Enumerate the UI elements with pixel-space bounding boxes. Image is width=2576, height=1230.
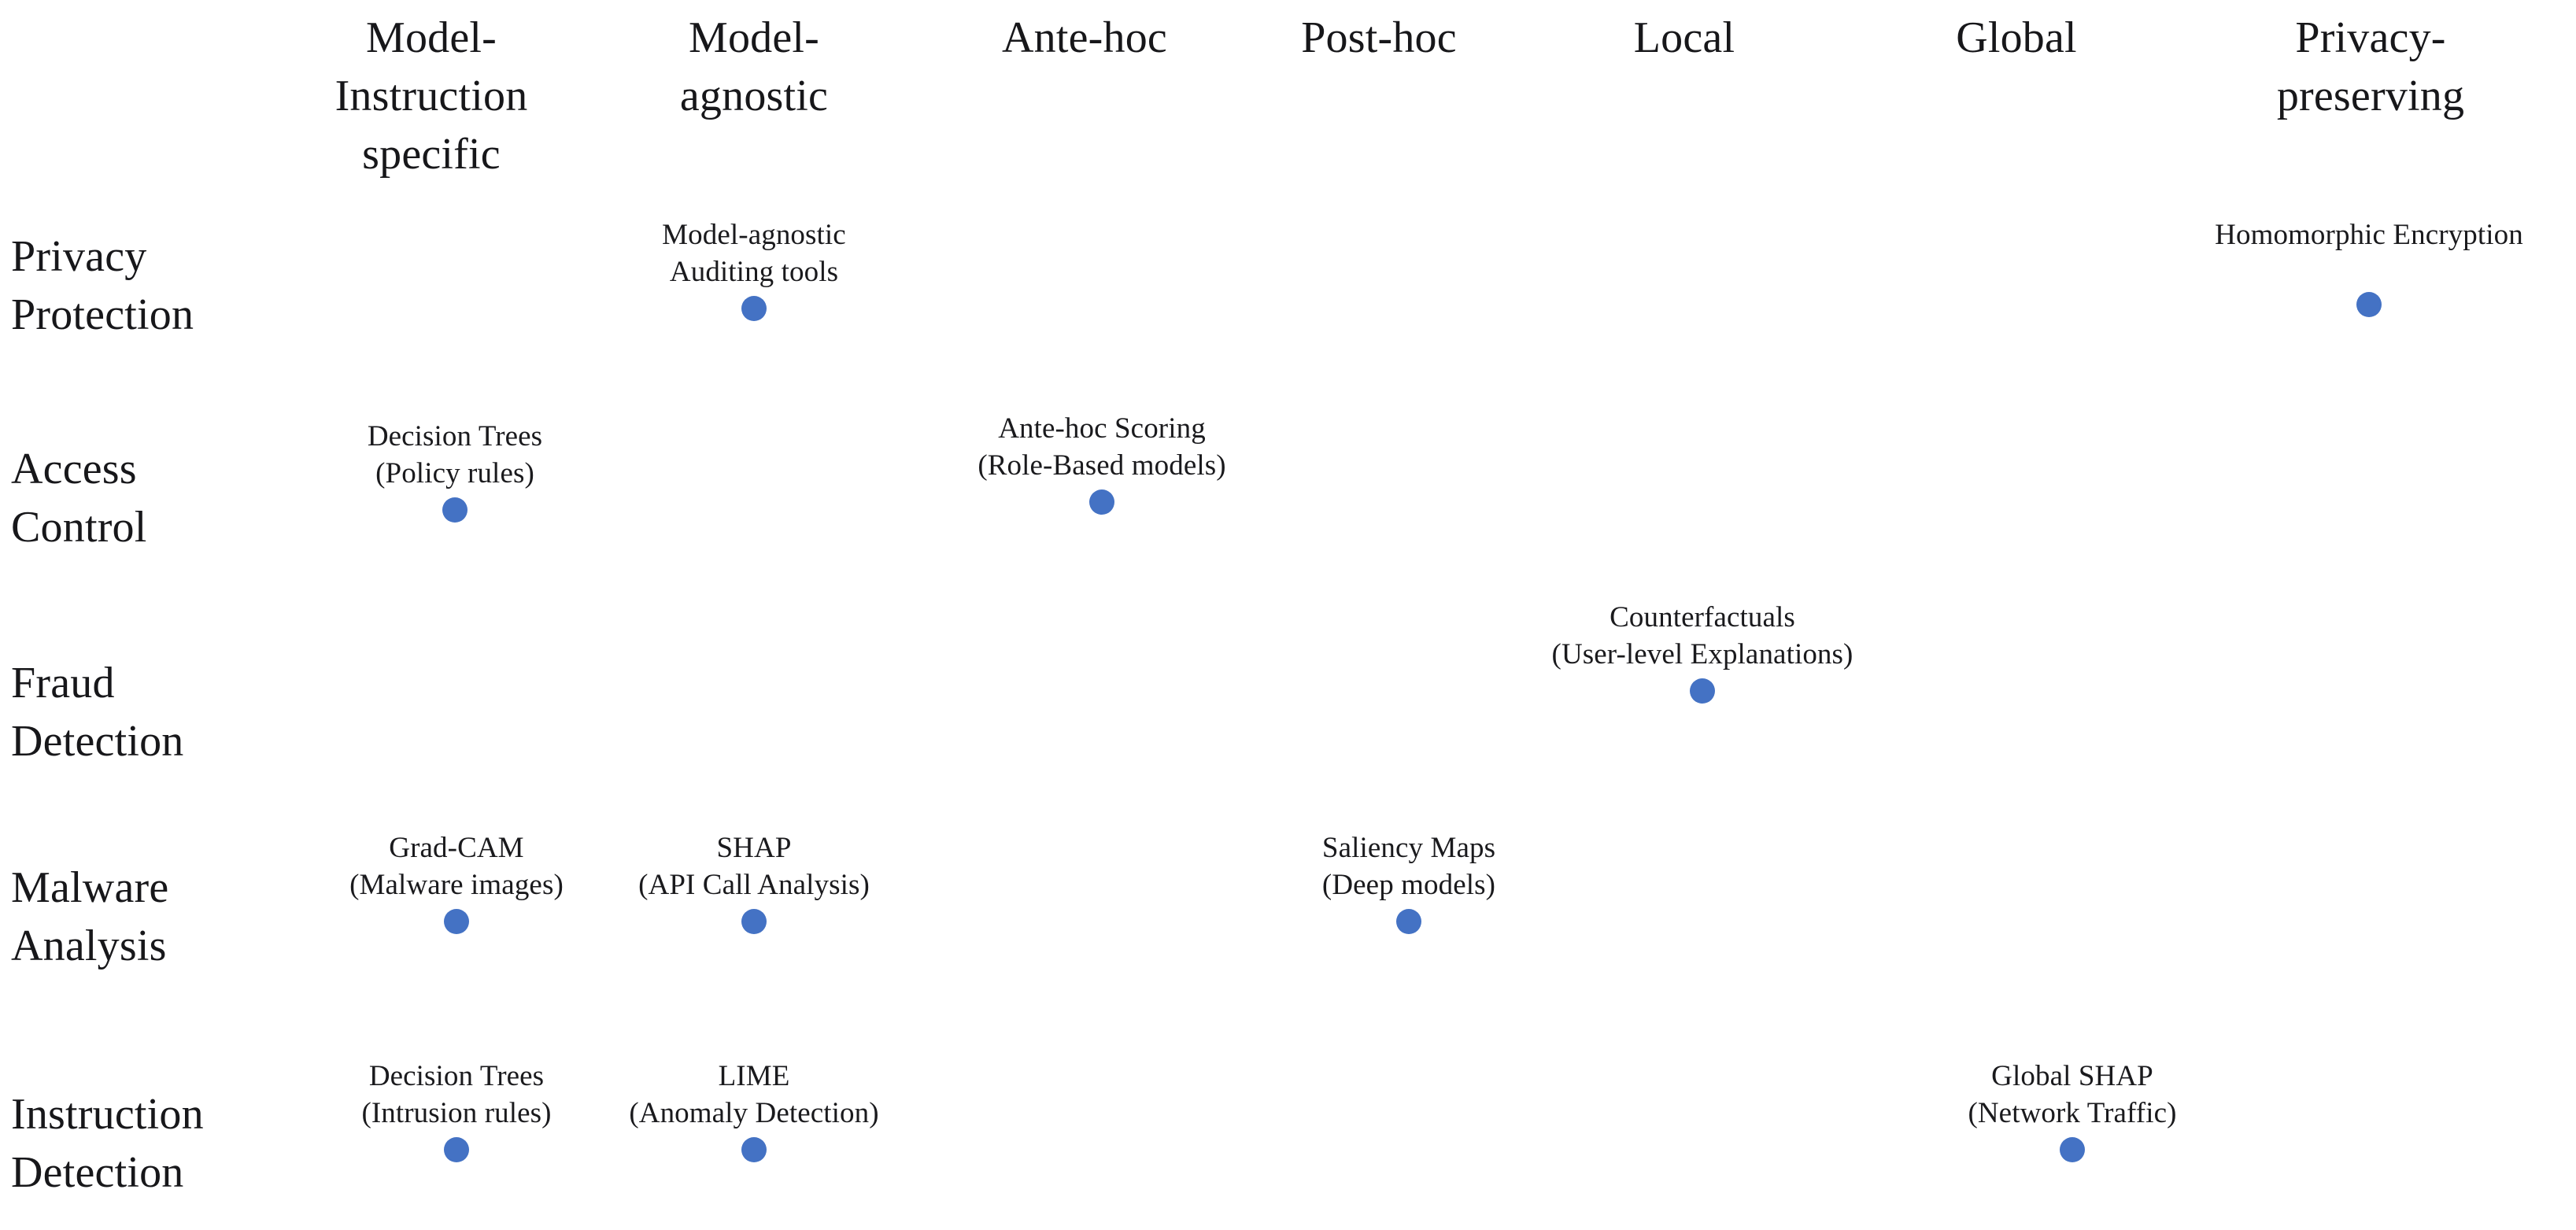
column-header-model-agnostic: Model- agnostic — [679, 13, 829, 120]
cell-label: LIME (Anomaly Detection) — [629, 1060, 879, 1129]
cell-label: Counterfactuals (User-level Explanations… — [1551, 601, 1853, 670]
data-point-marker-icon[interactable] — [1396, 908, 1421, 934]
cell-privacy-protection-privacy-preserving[interactable]: Homomorphic Encryption — [2117, 217, 2576, 320]
marker-container — [502, 293, 1006, 324]
row-label-malware-analysis: Malware Analysis — [11, 863, 169, 970]
cell-label: Grad-CAM (Malware images) — [349, 832, 564, 901]
marker-container — [850, 486, 1354, 518]
marker-container — [502, 906, 1006, 937]
marker-container — [1820, 1134, 2324, 1165]
row-label-access-control: Access Control — [11, 445, 147, 552]
cell-label: Homomorphic Encryption — [2215, 219, 2523, 251]
cell-access-control-model-instruction-specific[interactable]: Decision Trees (Policy rules) — [203, 419, 707, 526]
cell-malware-analysis-model-agnostic[interactable]: SHAP (API Call Analysis) — [502, 830, 1006, 937]
cell-instruction-detection-model-agnostic[interactable]: LIME (Anomaly Detection) — [502, 1058, 1006, 1165]
marker-container — [203, 494, 707, 526]
cell-access-control-ante-hoc[interactable]: Ante-hoc Scoring (Role-Based models) — [850, 411, 1354, 518]
marker-container — [1427, 675, 1978, 707]
data-point-marker-icon[interactable] — [444, 908, 469, 934]
marker-container — [205, 906, 708, 937]
row-label-privacy-protection: Privacy Protection — [11, 232, 194, 339]
cell-malware-analysis-post-hoc[interactable]: Saliency Maps (Deep models) — [1157, 830, 1661, 937]
column-header-ante-hoc: Ante-hoc — [1002, 13, 1167, 62]
marker-container — [1157, 906, 1661, 937]
column-header-post-hoc: Post-hoc — [1301, 13, 1457, 62]
data-point-marker-icon[interactable] — [2356, 291, 2382, 317]
marker-container — [205, 1134, 708, 1165]
cell-instruction-detection-global[interactable]: Global SHAP (Network Traffic) — [1820, 1058, 2324, 1165]
data-point-marker-icon[interactable] — [741, 908, 767, 934]
data-point-marker-icon[interactable] — [442, 497, 468, 523]
row-label-instruction-detection: Instruction Detection — [11, 1090, 204, 1197]
cell-label: Decision Trees (Policy rules) — [367, 420, 543, 489]
cell-label: Decision Trees (Intrusion rules) — [361, 1060, 552, 1129]
column-header-local: Local — [1633, 13, 1735, 62]
data-point-marker-icon[interactable] — [1089, 489, 1114, 515]
cell-instruction-detection-model-instruction-specific[interactable]: Decision Trees (Intrusion rules) — [205, 1058, 708, 1165]
cell-privacy-protection-model-agnostic[interactable]: Model-agnostic Auditing tools — [502, 217, 1006, 324]
data-point-marker-icon[interactable] — [741, 295, 767, 321]
marker-container — [2117, 289, 2576, 320]
column-header-global: Global — [1956, 13, 2077, 62]
cell-label: Ante-hoc Scoring (Role-Based models) — [978, 412, 1226, 482]
data-point-marker-icon[interactable] — [444, 1136, 469, 1162]
cell-fraud-detection-local[interactable]: Counterfactuals (User-level Explanations… — [1427, 600, 1978, 707]
column-header-privacy-preserving: Privacy- preserving — [2276, 13, 2465, 120]
data-point-marker-icon[interactable] — [741, 1136, 767, 1162]
cell-label: Model-agnostic Auditing tools — [662, 219, 846, 288]
data-point-marker-icon[interactable] — [1690, 678, 1715, 704]
cell-label: SHAP (API Call Analysis) — [638, 832, 870, 901]
cell-malware-analysis-model-instruction-specific[interactable]: Grad-CAM (Malware images) — [205, 830, 708, 937]
data-point-marker-icon[interactable] — [2060, 1136, 2085, 1162]
row-label-fraud-detection: Fraud Detection — [11, 659, 184, 766]
cell-label: Global SHAP (Network Traffic) — [1968, 1060, 2177, 1129]
marker-container — [502, 1134, 1006, 1165]
cell-label: Saliency Maps (Deep models) — [1321, 832, 1496, 901]
column-header-model-instruction-specific: Model- Instruction specific — [334, 13, 528, 179]
